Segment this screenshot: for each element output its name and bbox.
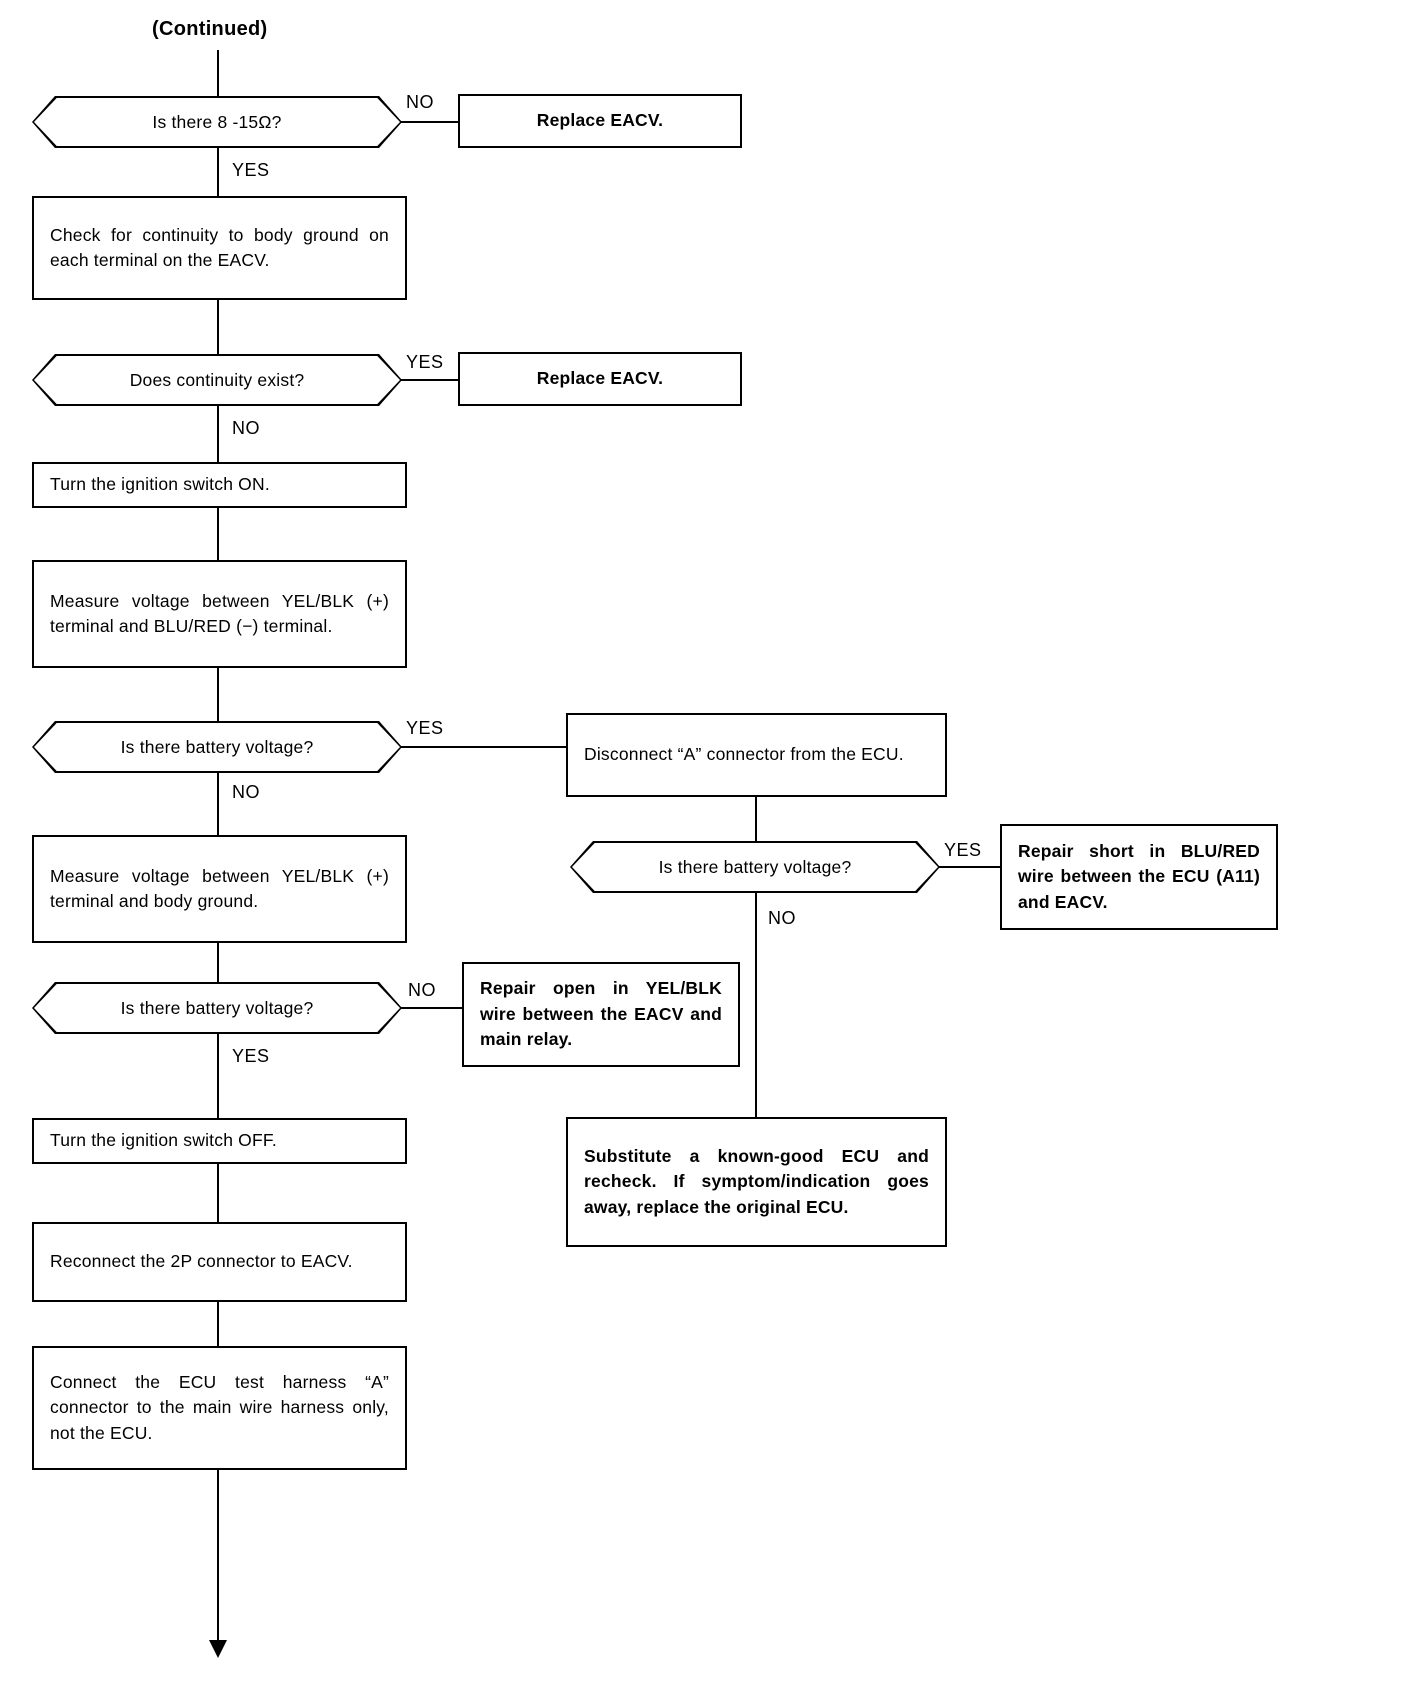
decision-label: Does continuity exist? [129, 369, 305, 390]
edge-label-d1-yes: YES [232, 160, 270, 180]
decision-label: Is there battery voltage? [120, 736, 314, 757]
action-label: Repair open in YEL/BLK wire between the … [480, 978, 722, 1050]
action-label: Substitute a known-good ECU and recheck.… [584, 1145, 929, 1217]
decision-inner-fill [572, 843, 938, 891]
connector-p4-to-d4 [217, 943, 219, 982]
connector-p7-to-next-page [217, 1470, 219, 1642]
connector-d4-yes [217, 1034, 219, 1118]
step-disconnect-a-connector: Disconnect “A” connector from the ECU. [566, 713, 947, 797]
edge-label-d4-no: NO [408, 980, 436, 1000]
connector-d1-no [400, 121, 458, 123]
connector-p1-to-d2 [217, 300, 219, 354]
step-label: Measure voltage between YEL/BLK (+) term… [50, 590, 389, 636]
step-label: Disconnect “A” connector from the ECU. [584, 744, 904, 765]
connector-d1-yes [217, 148, 219, 196]
step-check-continuity: Check for continuity to body ground on e… [32, 196, 407, 300]
decision-battery-voltage-1: Is there battery voltage? [32, 721, 402, 773]
action-label: Replace EACV. [536, 110, 664, 131]
step-measure-voltage-blured: Measure voltage between YEL/BLK (+) term… [32, 560, 407, 668]
edge-label-d1-no: NO [406, 92, 434, 112]
connector-d3-no [217, 773, 219, 835]
edge-label-d4-yes: YES [232, 1046, 270, 1066]
decision-continuity-exist: Does continuity exist? [32, 354, 402, 406]
connector-d3-yes [400, 746, 567, 748]
decision-inner-fill [34, 98, 400, 146]
step-label: Turn the ignition switch OFF. [50, 1130, 277, 1151]
connector-d5-yes [938, 866, 1000, 868]
edge-label-d2-yes: YES [406, 352, 444, 372]
connector-d2-yes [400, 379, 458, 381]
step-ignition-off: Turn the ignition switch OFF. [32, 1118, 407, 1164]
step-label: Check for continuity to body ground on e… [50, 224, 389, 270]
connector-p5-to-p6 [217, 1164, 219, 1222]
connector-p6-to-p7 [217, 1302, 219, 1346]
arrow-down-icon [209, 1640, 227, 1658]
decision-resistance-range: Is there 8 -15Ω? [32, 96, 402, 148]
step-connect-test-harness: Connect the ECU test harness “A” connect… [32, 1346, 407, 1470]
connector-d4-no [400, 1007, 462, 1009]
decision-battery-voltage-3: Is there battery voltage? [570, 841, 940, 893]
step-ignition-on: Turn the ignition switch ON. [32, 462, 407, 508]
edge-label-d5-yes: YES [944, 840, 982, 860]
action-label: Repair short in BLU/RED wire between the… [1018, 840, 1260, 912]
action-repair-open-yelblk: Repair open in YEL/BLK wire between the … [462, 962, 740, 1067]
edge-label-d3-yes: YES [406, 718, 444, 738]
decision-inner-fill [34, 356, 400, 404]
step-label: Connect the ECU test harness “A” connect… [50, 1371, 389, 1443]
action-repair-short-blured: Repair short in BLU/RED wire between the… [1000, 824, 1278, 930]
action-label: Replace EACV. [536, 368, 664, 389]
edge-label-d3-no: NO [232, 782, 260, 802]
step-reconnect-2p-connector: Reconnect the 2P connector to EACV. [32, 1222, 407, 1302]
action-replace-eacv-2: Replace EACV. [458, 352, 742, 406]
action-replace-eacv-1: Replace EACV. [458, 94, 742, 148]
decision-battery-voltage-2: Is there battery voltage? [32, 982, 402, 1034]
connector-p2-to-p3 [217, 508, 219, 560]
edge-label-d5-no: NO [768, 908, 796, 928]
decision-label: Is there battery voltage? [120, 997, 314, 1018]
step-label: Reconnect the 2P connector to EACV. [50, 1251, 353, 1272]
connector-continued-to-d1 [217, 50, 219, 98]
action-substitute-ecu: Substitute a known-good ECU and recheck.… [566, 1117, 947, 1247]
connector-d2-no [217, 406, 219, 462]
connector-d5-no [755, 893, 757, 1117]
step-label: Turn the ignition switch ON. [50, 474, 270, 495]
decision-inner-fill [34, 723, 400, 771]
connector-p3-to-d3 [217, 668, 219, 721]
edge-label-d2-no: NO [232, 418, 260, 438]
step-label: Measure voltage between YEL/BLK (+) term… [50, 865, 389, 911]
decision-label: Is there battery voltage? [658, 856, 852, 877]
continued-label: (Continued) [152, 18, 268, 40]
decision-inner-fill [34, 984, 400, 1032]
decision-label: Is there 8 -15Ω? [152, 111, 282, 132]
connector-r1-to-d5 [755, 797, 757, 841]
step-measure-voltage-ground: Measure voltage between YEL/BLK (+) term… [32, 835, 407, 943]
